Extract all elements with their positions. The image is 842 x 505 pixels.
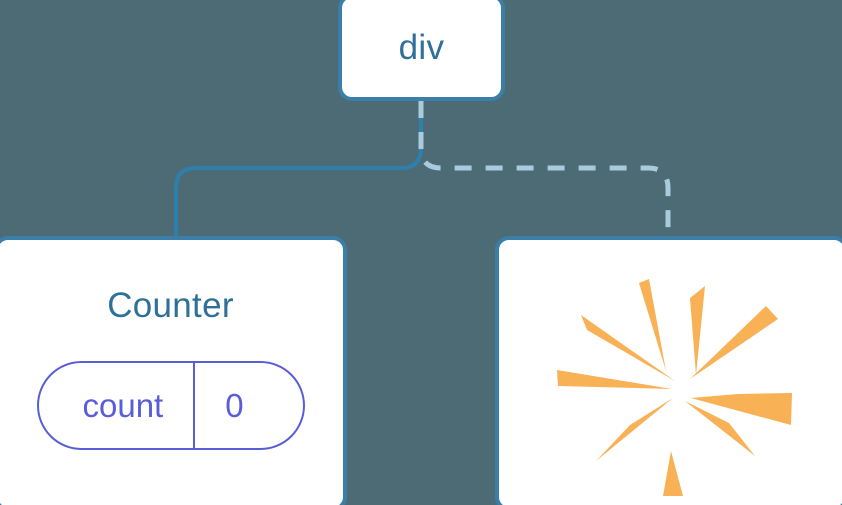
node-div-label: div <box>398 28 445 67</box>
node-render-burst[interactable] <box>495 236 842 505</box>
state-pill-key: count <box>82 387 164 424</box>
state-pill-count[interactable]: count 0 <box>36 361 305 450</box>
node-counter[interactable]: Counter count 0 <box>0 236 347 505</box>
state-pill-value: 0 <box>225 387 244 424</box>
edge-div-to-counter <box>174 99 423 240</box>
burst-icon <box>556 278 792 496</box>
node-div[interactable]: div <box>338 0 505 101</box>
edge-div-to-right <box>418 101 671 238</box>
state-pill-divider <box>193 363 196 448</box>
node-counter-label: Counter <box>107 286 234 325</box>
